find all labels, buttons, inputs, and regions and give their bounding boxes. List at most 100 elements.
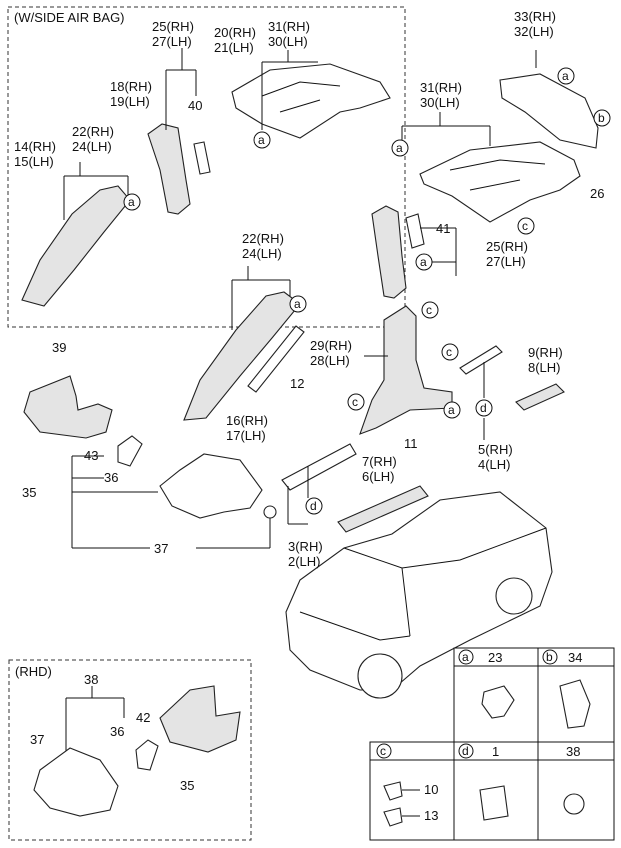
grommet-part-37 — [263, 505, 277, 519]
svg-text:34: 34 — [568, 650, 582, 665]
legend-c-header: c — [376, 743, 392, 759]
callout-43: 43 — [84, 448, 98, 463]
scuff-plate-part-3-2 — [281, 443, 357, 491]
callout-31-30-right-lh: 30(LH) — [420, 95, 460, 110]
callout-7-6-lh: 6(LH) — [362, 469, 395, 484]
callout-31-30-top: 31(RH) — [268, 19, 310, 34]
callout-36: 36 — [104, 470, 118, 485]
svg-text:a: a — [396, 141, 403, 155]
letter-callout-a-3: a — [123, 193, 141, 211]
callout-25-27-right: 25(RH) — [486, 239, 528, 254]
callout-29-28-lh: 28(LH) — [310, 353, 350, 368]
callout-5-4-lh: 4(LH) — [478, 457, 511, 472]
letter-callout-a-7: a — [443, 401, 461, 419]
part-16-17 — [247, 325, 305, 393]
callout-20-21-lh: 21(LH) — [214, 40, 254, 55]
callout-20-21: 20(RH) — [214, 25, 256, 40]
callout-7-6: 7(RH) — [362, 454, 397, 469]
callout-31-30-right: 31(RH) — [420, 80, 462, 95]
part-40 — [193, 141, 211, 175]
callout-25-27: 25(RH) — [152, 19, 194, 34]
scuff-plate-part-5-4 — [459, 345, 503, 375]
callout-18-19-lh: 19(LH) — [110, 94, 150, 109]
callout-22-24-mid-lh: 24(LH) — [242, 246, 282, 261]
callout-12: 12 — [290, 376, 304, 391]
part-41 — [405, 213, 425, 249]
callout-31-30-top-lh: 30(LH) — [268, 34, 308, 49]
step-molding-part-7-6 — [337, 485, 429, 533]
b-pillar-lower-trim-part — [359, 305, 453, 435]
legend-c-item-13: 13 — [424, 808, 438, 823]
rhd-group-box — [8, 659, 252, 841]
callout-9-8: 9(RH) — [528, 345, 563, 360]
letter-callout-a-5: a — [415, 253, 433, 271]
svg-text:d: d — [310, 499, 317, 513]
letter-callout-a-4: a — [391, 139, 409, 157]
svg-text:a: a — [462, 650, 469, 664]
callout-14-15-lh: 15(LH) — [14, 154, 54, 169]
rhd-kick-panel-part — [159, 685, 241, 753]
callout-9-8-lh: 8(LH) — [528, 360, 561, 375]
rhd-group-label: (RHD) — [15, 664, 52, 679]
callout-16-17-lh: 17(LH) — [226, 428, 266, 443]
svg-text:1: 1 — [492, 744, 499, 759]
callout-26: 26 — [590, 186, 604, 201]
callout-25-27-right-lh: 27(LH) — [486, 254, 526, 269]
callout-22-24-mid: 22(RH) — [242, 231, 284, 246]
rhd-cover-part — [135, 739, 159, 771]
callout-40: 40 — [188, 98, 202, 113]
side-air-bag-group-box — [7, 6, 406, 328]
rhd-bracket-part — [33, 747, 119, 817]
letter-callout-c-2: c — [421, 301, 439, 319]
molding-part-9-8 — [515, 383, 565, 411]
callout-3-2-lh: 2(LH) — [288, 554, 321, 569]
rhd-callout-42: 42 — [136, 710, 150, 725]
rhd-callout-38: 38 — [84, 672, 98, 687]
callout-25-27-lh: 27(LH) — [152, 34, 192, 49]
pillar-trim-part-right — [371, 205, 407, 299]
callout-33-32: 33(RH) — [514, 9, 556, 24]
headliner-part-top — [231, 63, 391, 139]
svg-text:b: b — [546, 650, 553, 664]
callout-39: 39 — [52, 340, 66, 355]
legend-d-header: d 1 — [458, 743, 499, 759]
letter-callout-a-1: a — [557, 67, 575, 85]
svg-text:c: c — [426, 303, 432, 317]
rhd-callout-37: 37 — [30, 732, 44, 747]
callout-5-4: 5(RH) — [478, 442, 513, 457]
bracket-part-35 — [159, 453, 263, 519]
svg-text:c: c — [380, 744, 386, 758]
pillar-trim-part-top — [147, 123, 191, 215]
callout-22-24-top-lh: 24(LH) — [72, 139, 112, 154]
svg-text:23: 23 — [488, 650, 502, 665]
callout-29-28: 29(RH) — [310, 338, 352, 353]
kick-panel-part-39 — [23, 375, 113, 439]
svg-text:d: d — [480, 401, 487, 415]
svg-text:c: c — [446, 345, 452, 359]
cover-part-43 — [117, 435, 143, 467]
svg-text:c: c — [522, 219, 528, 233]
svg-text:a: a — [258, 133, 265, 147]
letter-callout-a-2: a — [253, 131, 271, 149]
letter-callout-c-3: c — [441, 343, 459, 361]
svg-text:b: b — [598, 111, 605, 125]
callout-35: 35 — [22, 485, 36, 500]
svg-text:a: a — [294, 297, 301, 311]
callout-33-32-lh: 32(LH) — [514, 24, 554, 39]
svg-text:a: a — [128, 195, 135, 209]
side-air-bag-group-label: (W/SIDE AIR BAG) — [14, 10, 125, 25]
svg-text:d: d — [462, 744, 469, 758]
callout-22-24-top: 22(RH) — [72, 124, 114, 139]
callout-14-15: 14(RH) — [14, 139, 56, 154]
rear-trim-panel-part — [499, 73, 599, 149]
callout-11: 11 — [404, 436, 418, 451]
rhd-callout-35: 35 — [180, 778, 194, 793]
svg-text:a: a — [562, 69, 569, 83]
legend-c-item-10: 10 — [424, 782, 438, 797]
letter-callout-c-4: c — [347, 393, 365, 411]
legend-38-header: 38 — [566, 744, 580, 759]
letter-callout-c-1: c — [517, 217, 535, 235]
callout-37: 37 — [154, 541, 168, 556]
callout-41: 41 — [436, 221, 450, 236]
